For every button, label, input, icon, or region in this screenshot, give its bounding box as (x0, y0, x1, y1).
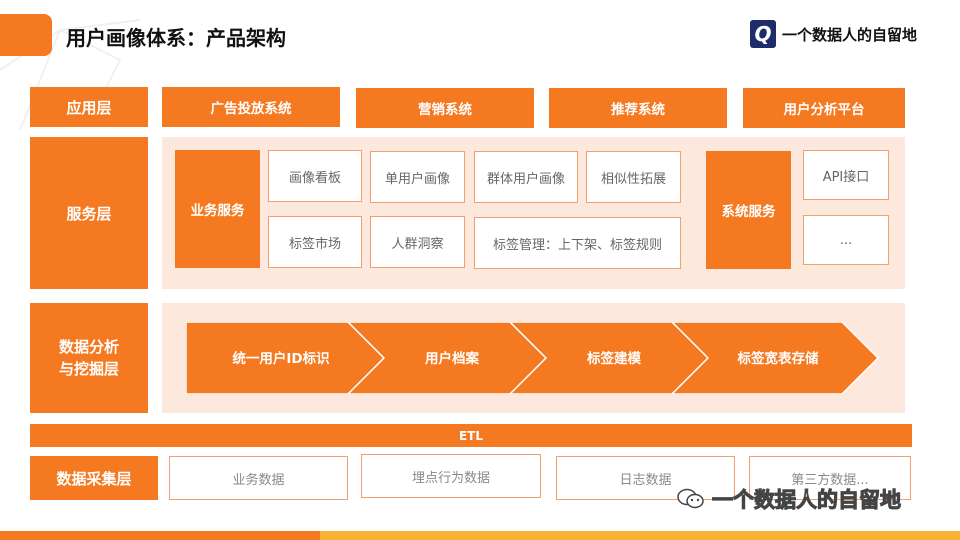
service-item-crowd-insight: 人群洞察 (370, 216, 465, 268)
app-system-user-analysis: 用户分析平台 (743, 88, 905, 128)
service-item-tag-market: 标签市场 (268, 216, 362, 268)
etl-bar: ETL (30, 424, 912, 447)
layer-label-analysis: 数据分析 与挖掘层 (30, 303, 148, 413)
service-item-lookalike: 相似性拓展 (586, 151, 681, 203)
service-item-single-user: 单用户画像 (370, 151, 465, 203)
layer-label-collection: 数据采集层 (30, 456, 158, 500)
layer-label-analysis-line2: 与挖掘层 (58, 360, 119, 378)
system-item-more: ... (803, 215, 889, 265)
brand-logo-icon: Q (750, 20, 776, 48)
wechat-icon (677, 488, 704, 509)
business-service-group: 业务服务 (175, 150, 260, 268)
system-item-api: API接口 (803, 150, 889, 200)
source-third-party-data: 第三方数据... (749, 456, 911, 500)
source-tracking-data: 埋点行为数据 (361, 454, 541, 498)
service-item-group-user: 群体用户画像 (474, 151, 578, 203)
app-system-marketing: 营销系统 (356, 88, 534, 128)
footer-bar-orange (0, 531, 320, 540)
app-system-recommend: 推荐系统 (549, 88, 727, 128)
service-item-tag-management: 标签管理：上下架、标签规则 (474, 217, 681, 269)
pipeline-step-4-label: 标签宽表存储 (737, 350, 819, 367)
footer-bar-yellow (320, 531, 960, 540)
service-item-dashboard: 画像看板 (268, 150, 362, 202)
source-log-data: 日志数据 (556, 456, 735, 500)
pipeline-step-2 (346, 322, 548, 394)
watermark-text: 一个数据人的自留地 (712, 488, 902, 513)
app-system-ad: 广告投放系统 (162, 87, 340, 127)
source-business-data: 业务数据 (169, 456, 348, 500)
layer-label-analysis-line1: 数据分析 (58, 338, 119, 356)
system-service-group: 系统服务 (706, 151, 791, 269)
pipeline-step-1-label: 统一用户ID标识 (232, 350, 330, 367)
layer-label-application: 应用层 (30, 87, 148, 127)
page-title: 用户画像体系：产品架构 (66, 26, 286, 50)
layer-label-service: 服务层 (30, 137, 148, 289)
header-accent-block (0, 14, 52, 56)
pipeline-step-3-label: 标签建模 (586, 350, 641, 367)
pipeline-step-4 (670, 322, 880, 394)
brand-name: 一个数据人的自留地 (782, 26, 918, 44)
pipeline-flow: 统一用户ID标识 用户档案 标签建模 标签宽表存储 (186, 322, 880, 394)
pipeline-step-2-label: 用户档案 (425, 350, 479, 367)
pipeline-step-3 (508, 322, 710, 394)
